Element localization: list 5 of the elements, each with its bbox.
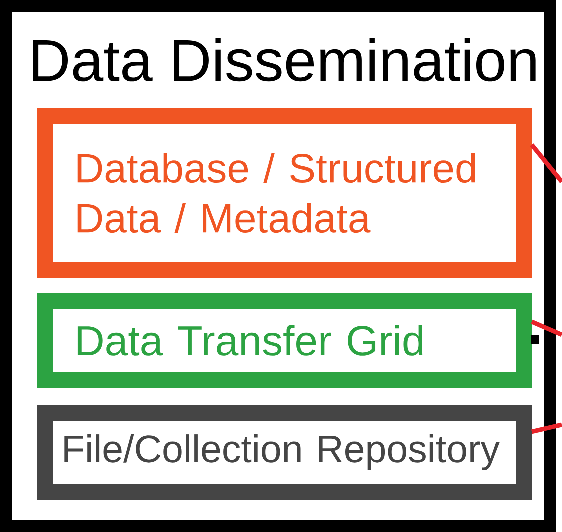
panel-title: Data Dissemination	[33, 38, 536, 82]
connector-line	[531, 320, 562, 338]
category-box: File/Collection Repository	[37, 405, 532, 500]
category-box: Data Transfer Grid	[37, 293, 532, 388]
category-box: Database / Structured Data / Metadata	[37, 108, 532, 278]
